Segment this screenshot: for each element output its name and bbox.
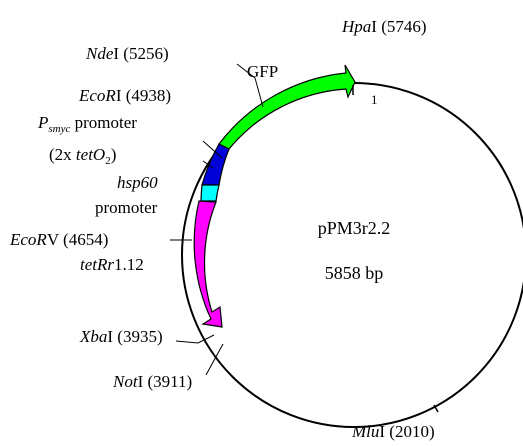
ecori-leader-line [202, 140, 223, 159]
hsp60-promoter-label: promoter [95, 198, 158, 217]
ecorv-label: EcoRV (4654) [9, 230, 108, 249]
hpai-label: HpaI (5746) [341, 17, 427, 36]
hsp60-label: hsp60 [117, 173, 158, 192]
mlui-label: MluI (2010) [351, 422, 435, 441]
psmyc-promoter-label: Psmyc promoter [37, 113, 137, 135]
xbai-label: XbaI (3935) [79, 327, 163, 346]
psmyc-promoter-block [201, 143, 230, 186]
origin-position-mark: 1 [371, 92, 378, 107]
teto2-label: (2x tetO2) [49, 145, 116, 167]
plasmid-size: 5858 bp [325, 263, 384, 283]
ecori-label: EcoRI (4938) [78, 86, 171, 105]
xbai-leader-line [175, 334, 215, 344]
mlui-tick [433, 404, 439, 413]
ndei-label: NdeI (5256) [85, 44, 169, 63]
plasmid-name: pPM3r2.2 [318, 218, 391, 238]
tetr-feature-arrow [193, 200, 223, 328]
gfp-feature-arrow [218, 64, 356, 150]
noti-leader-line [205, 343, 224, 376]
hsp60-promoter-block [200, 184, 220, 202]
noti-label: NotI (3911) [112, 372, 192, 391]
ndei-leader-line [236, 63, 264, 108]
tetr-label: tetRr1.12 [80, 255, 144, 274]
gfp-label: GFP [247, 62, 278, 81]
tetO2-leader-line [202, 160, 214, 169]
